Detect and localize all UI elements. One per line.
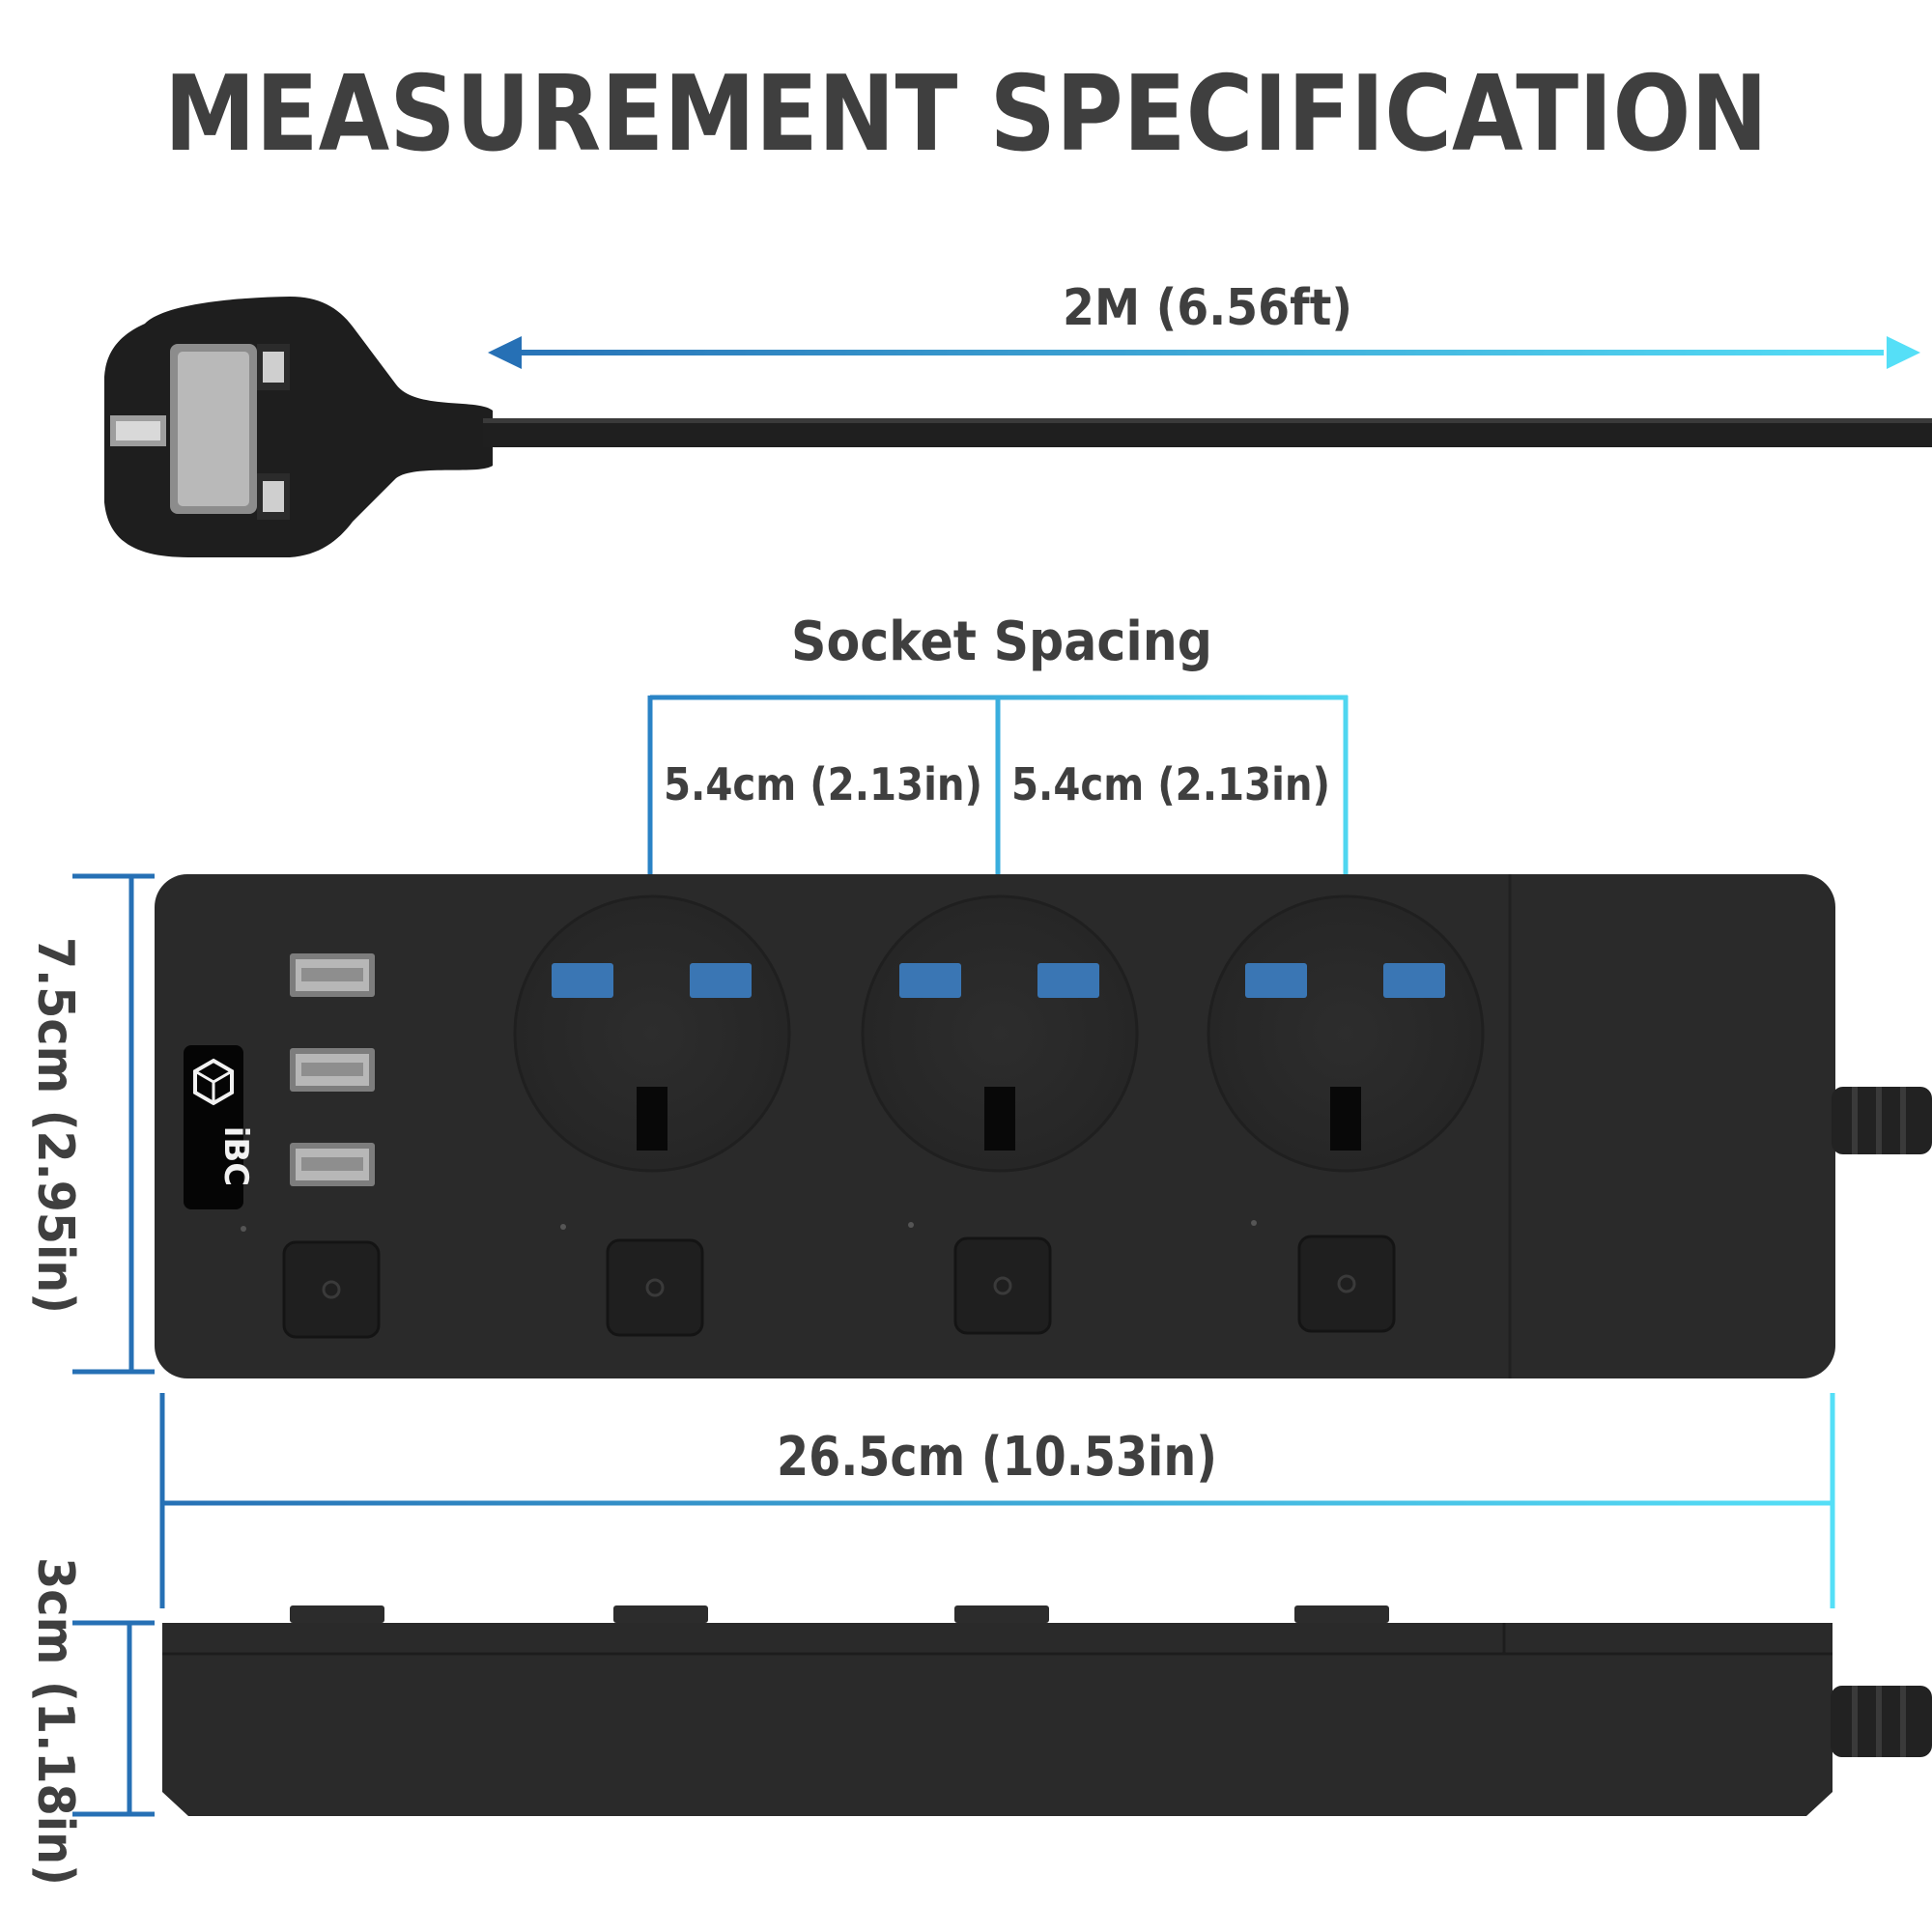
socket-earth-slot: [637, 1087, 668, 1151]
page-title: MEASUREMENT SPECIFICATION: [164, 54, 1768, 175]
ac-socket[interactable]: [861, 895, 1139, 1173]
socket-spacing-heading: Socket Spacing: [791, 611, 1212, 673]
power-switch-button[interactable]: [606, 1238, 704, 1337]
depth-label: 3cm (1.18in): [26, 1557, 84, 1886]
power-strip-top-view: iBC: [155, 874, 1932, 1378]
power-icon: [322, 1280, 341, 1299]
usb-port[interactable]: [290, 1143, 375, 1186]
socket-earth-slot: [1330, 1087, 1361, 1151]
socket-shutter: [552, 963, 613, 998]
strain-relief-top: [1832, 1087, 1932, 1154]
depth-dimension: [72, 1620, 155, 1817]
power-icon: [1337, 1274, 1356, 1293]
height-dimension: [72, 873, 155, 1375]
socket-shutter: [690, 963, 752, 998]
side-switch-bump: [290, 1605, 384, 1623]
width-label: 26.5cm (10.53in): [777, 1426, 1217, 1489]
indicator-led: [560, 1224, 566, 1230]
plug-pin-bottom: [263, 481, 284, 512]
cable-length-label: 2M (6.56ft): [1063, 279, 1352, 337]
indicator-led: [241, 1226, 246, 1232]
uk-plug: [104, 297, 493, 557]
socket-shutter: [1037, 963, 1099, 998]
side-switch-bump: [954, 1605, 1049, 1623]
power-switch-button[interactable]: [1297, 1235, 1396, 1333]
ac-socket[interactable]: [513, 895, 791, 1173]
side-switch-bump: [1294, 1605, 1389, 1623]
side-switch-bump: [613, 1605, 708, 1623]
usb-port[interactable]: [290, 1048, 375, 1092]
width-dimension: [159, 1393, 1835, 1608]
socket-shutter: [1383, 963, 1445, 998]
ac-socket[interactable]: [1207, 895, 1485, 1173]
usb-port[interactable]: [290, 953, 375, 997]
power-icon: [993, 1276, 1012, 1295]
socket-earth-slot: [984, 1087, 1015, 1151]
cable-length-arrow: [488, 336, 1920, 369]
socket-shutter: [899, 963, 961, 998]
socket-shutter: [1245, 963, 1307, 998]
strain-relief-side: [1831, 1686, 1932, 1757]
brand-name: iBC: [216, 1126, 255, 1187]
power-strip-side-view: [162, 1605, 1932, 1816]
power-switch-button[interactable]: [953, 1236, 1052, 1335]
indicator-led: [908, 1222, 914, 1228]
power-icon: [645, 1278, 665, 1297]
plug-pin-top: [263, 352, 284, 383]
brand-logo: iBC: [184, 1045, 255, 1209]
height-label: 7.5cm (2.95in): [26, 937, 84, 1314]
socket-gap-1-label: 5.4cm (2.13in): [664, 758, 982, 810]
indicator-led: [1251, 1220, 1257, 1226]
power-cable: [483, 418, 1932, 447]
power-switch-button[interactable]: [282, 1240, 381, 1339]
socket-gap-2-label: 5.4cm (2.13in): [1011, 758, 1330, 810]
